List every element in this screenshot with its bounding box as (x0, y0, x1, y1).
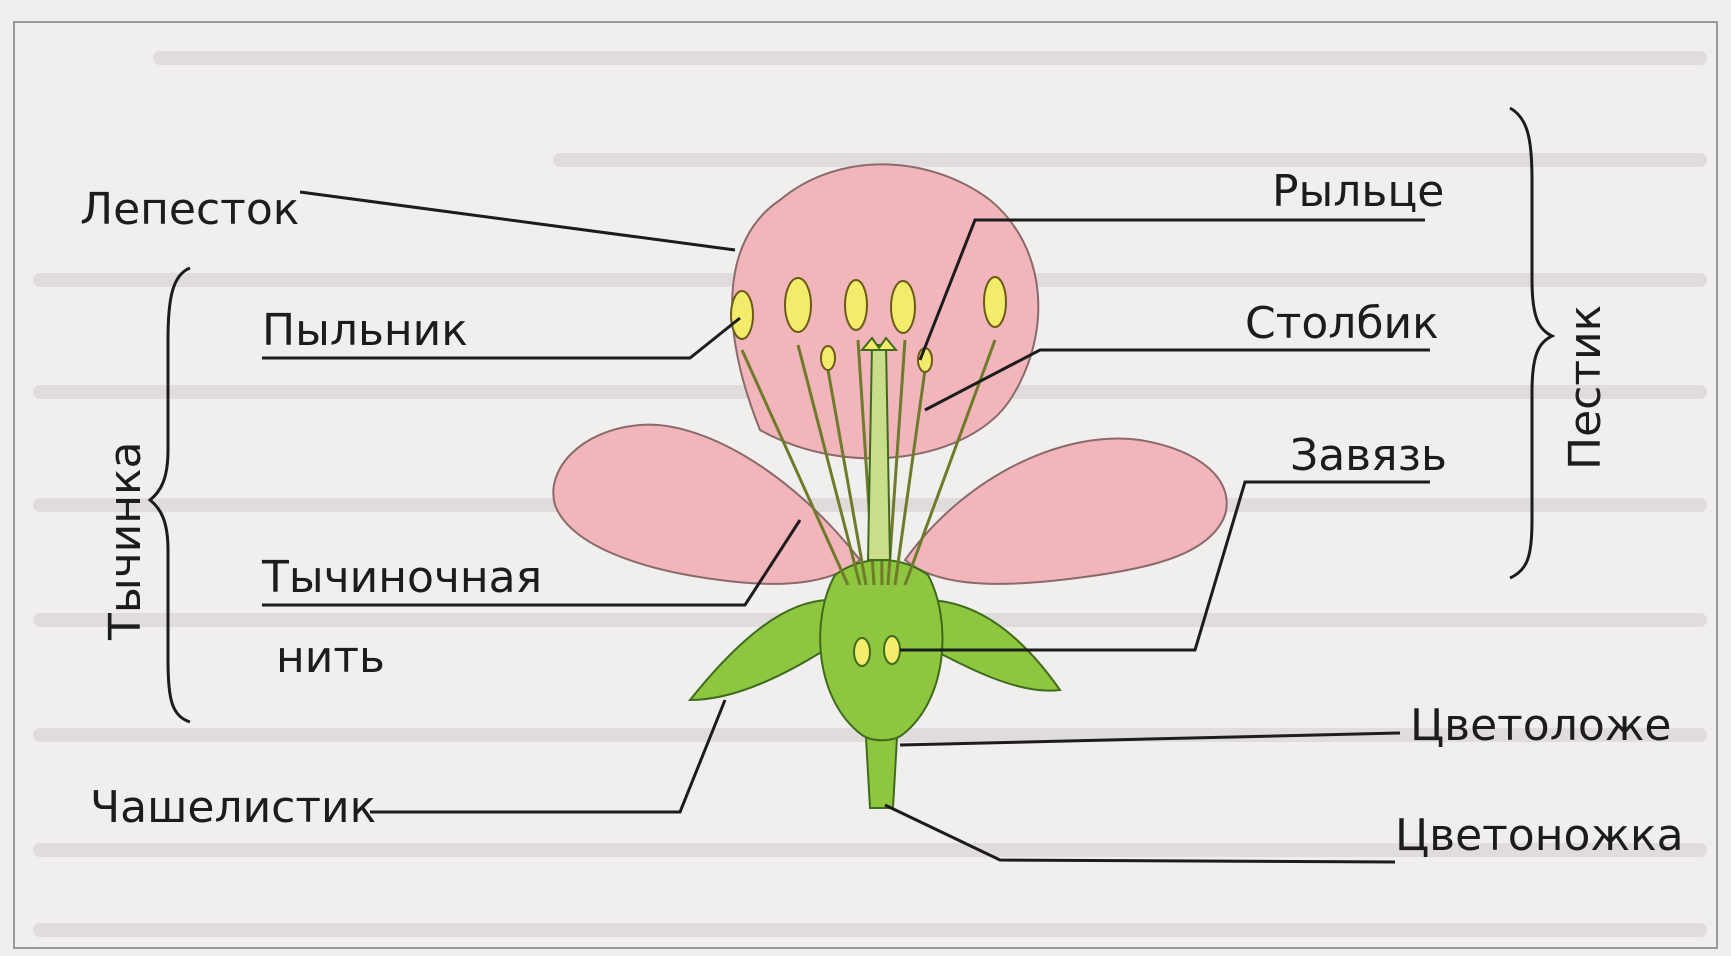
ovule-left (854, 638, 870, 666)
label-stigma: Рыльце (1272, 166, 1444, 217)
ovule-right (884, 636, 900, 664)
label-stamen-group: Тычинка (100, 441, 151, 641)
label-filament-line1: Тычиночная (261, 552, 542, 603)
label-anther: Пыльник (262, 305, 468, 356)
label-style: Столбик (1245, 298, 1439, 349)
label-ovary: Завязь (1290, 430, 1447, 481)
label-petal: Лепесток (80, 184, 299, 235)
label-filament-line2: нить (276, 632, 385, 683)
label-pedicel: Цветоножка (1395, 810, 1684, 861)
style-shape (868, 345, 890, 560)
label-sepal: Чашелистик (90, 782, 376, 833)
label-receptacle: Цветоложе (1410, 700, 1671, 751)
label-pistil-group: Пестик (1560, 305, 1611, 470)
